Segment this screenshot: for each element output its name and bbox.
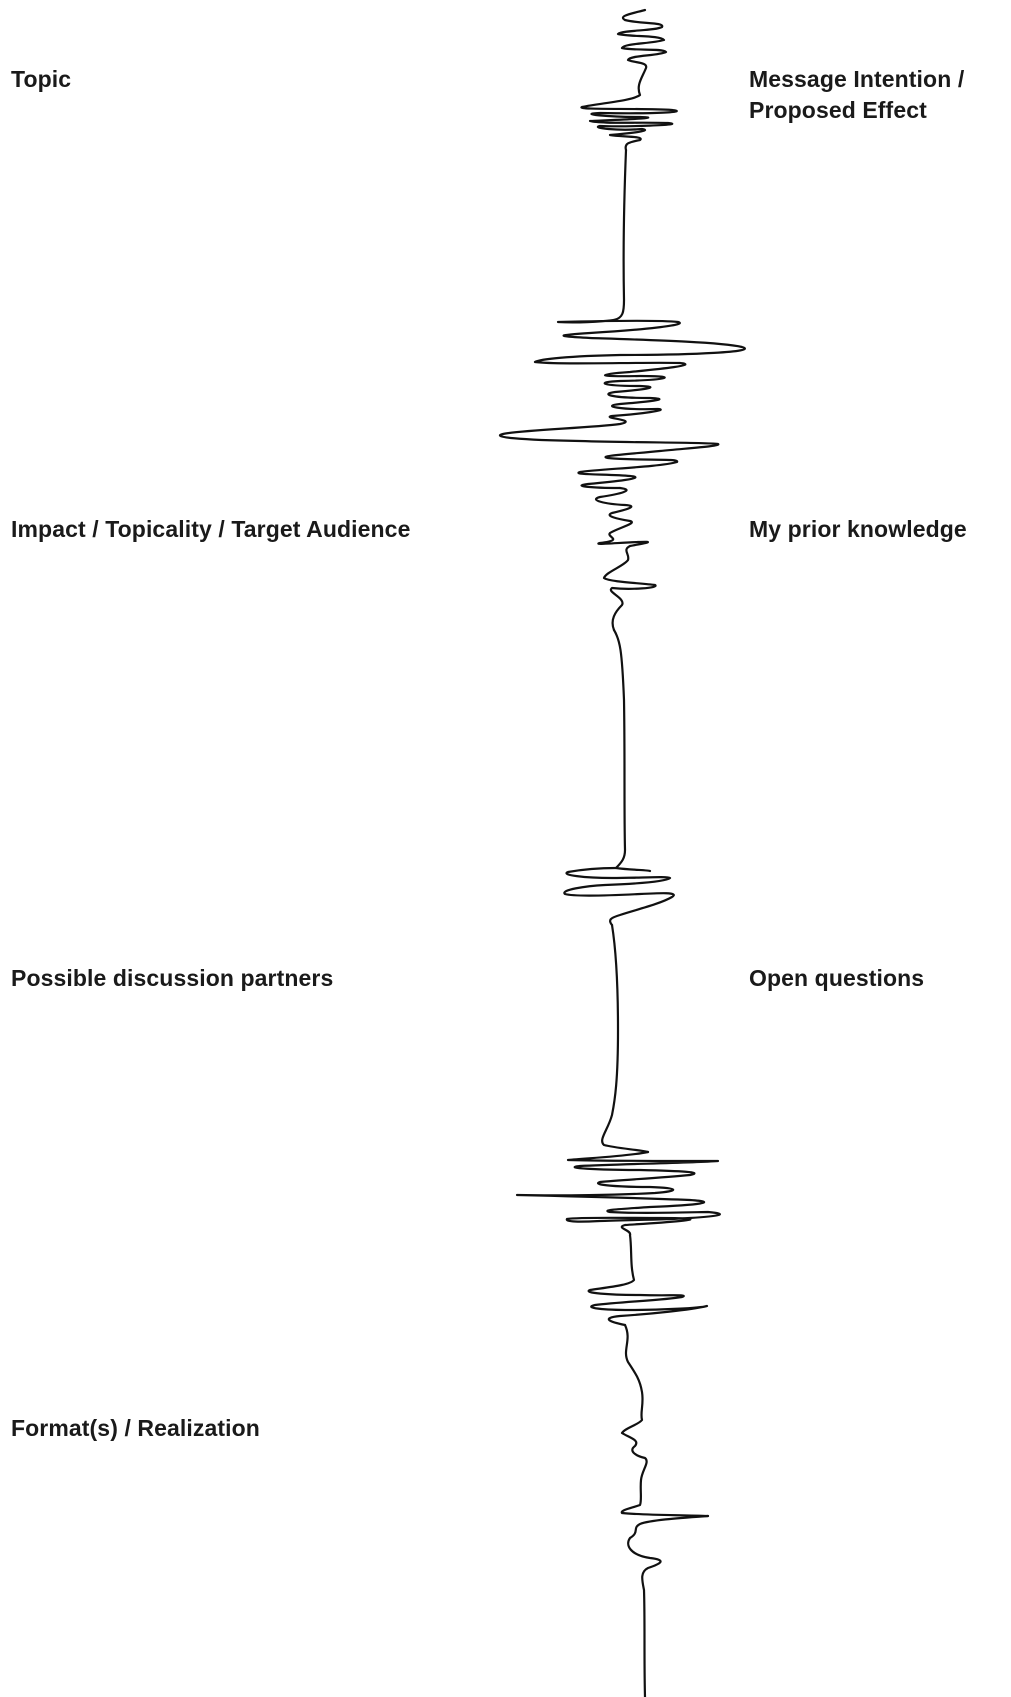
- label-message-intention-line1: Message Intention /: [749, 66, 965, 92]
- scribble-segment-middle-vertical: [612, 628, 652, 873]
- scribble-segment-top: [580, 8, 678, 152]
- label-message-intention-line2: Proposed Effect: [749, 97, 927, 123]
- scribble-segment-bottom: [627, 1514, 710, 1697]
- scribble-segment-lower-vertical: [601, 923, 650, 1154]
- scribble-segment-wavy: [620, 1323, 710, 1518]
- label-impact-topicality-audience: Impact / Topicality / Target Audience: [11, 516, 411, 542]
- label-open-questions: Open questions: [749, 965, 925, 991]
- scribble-segment-tangle-upper: [498, 318, 746, 490]
- label-prior-knowledge: My prior knowledge: [749, 516, 967, 542]
- scribble-segment-tangle-lower: [515, 1150, 721, 1237]
- label-formats-realization: Format(s) / Realization: [11, 1415, 260, 1441]
- scribble-segment-tangle-middle: [563, 866, 675, 927]
- label-topic: Topic: [11, 66, 72, 92]
- label-discussion-partners: Possible discussion partners: [11, 965, 334, 991]
- scribble-segment-lower-loops: [587, 1233, 709, 1327]
- scribble-segment-upper-vertical: [612, 148, 628, 322]
- label-message-intention: Message Intention / Proposed Effect: [749, 64, 964, 126]
- scribble-segment-mid-upper: [594, 486, 657, 632]
